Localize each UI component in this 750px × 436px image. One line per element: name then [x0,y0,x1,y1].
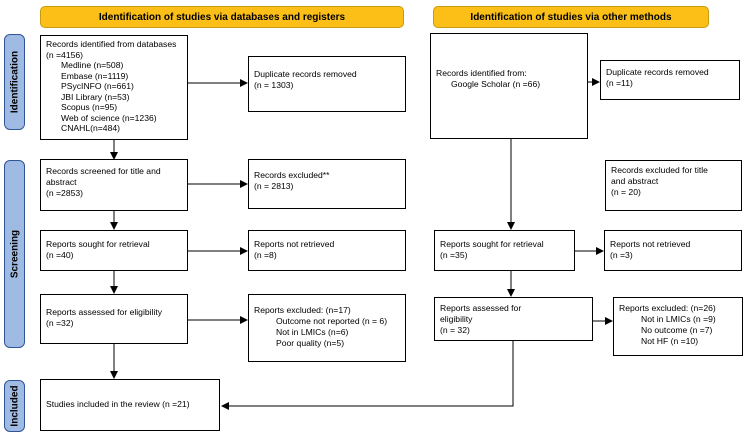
box-records-identified: Records identified from databases (n =41… [40,35,188,140]
box-reports-sought: Reports sought for retrieval (n =40) [40,230,188,271]
box-other-records-excluded: Records excluded for title and abstract … [605,160,742,211]
source-scopus: Scopus (n=95) [61,102,118,112]
screened-line-2: abstract [46,177,77,187]
other-excluded-line-2: and abstract [611,176,659,186]
duplicates-label: Duplicate records removed [254,69,357,79]
assessed-n: (n =32) [46,318,74,328]
excluded-n: (n = 2813) [254,181,294,191]
sought-n: (n =40) [46,250,74,260]
other-reports-excluded-title: Reports excluded: (n=26) [619,303,716,313]
other-identified-label: Records identified from: [436,68,527,78]
phase-identification: Identification [4,34,25,130]
header-databases: Identification of studies via databases … [40,6,404,28]
other-not-retrieved-n: (n =3) [610,250,633,260]
source-web-of-science: Web of science (n=1236) [61,112,157,123]
screened-n: (n =2853) [46,188,84,198]
box-records-excluded: Records excluded** (n = 2813) [248,159,406,209]
not-retrieved-label: Reports not retrieved [254,239,335,249]
other-sought-n: (n =35) [440,250,468,260]
box-other-reports-assessed: Reports assessed for eligibility (n = 32… [434,297,593,341]
source-cnahl: CNAHL(n=484) [61,123,120,133]
records-identified-n: (n =4156) [46,49,84,60]
other-reason-not-hf: Not HF (n =10) [641,336,699,346]
header-other-methods: Identification of studies via other meth… [433,6,709,28]
other-assessed-line-2: eligibility [440,314,473,324]
box-studies-included: Studies included in the review (n =21) [40,379,220,431]
other-not-retrieved-label: Reports not retrieved [610,239,691,249]
box-reports-not-retrieved: Reports not retrieved (n =8) [248,230,406,271]
phase-included: Included [4,380,25,432]
box-other-duplicates-removed: Duplicate records removed (n =11) [600,60,740,100]
source-psycinfo: PSycINFO (n=661) [61,81,134,91]
other-duplicates-n: (n =11) [606,78,633,88]
reports-excluded-title: Reports excluded: (n=17) [254,305,351,315]
other-reason-not-in-lmics: Not in LMICs (n =9) [641,314,716,324]
other-duplicates-label: Duplicate records removed [606,67,709,77]
included-label: Studies included in the review (n =21) [46,399,190,409]
box-other-records-identified: Records identified from: Google Scholar … [430,33,588,139]
excluded-label: Records excluded** [254,170,330,180]
other-assessed-line-1: Reports assessed for [440,303,522,313]
other-excluded-n: (n = 20) [611,187,641,197]
reason-poor-quality: Poor quality (n=5) [276,338,345,348]
box-reports-assessed: Reports assessed for eligibility (n =32) [40,294,188,344]
box-reports-excluded: Reports excluded: (n=17) Outcome not rep… [248,294,406,362]
records-identified-title: Records identified from databases [46,39,177,49]
other-identified-source: Google Scholar (n =66) [451,79,541,89]
box-records-screened: Records screened for title and abstract … [40,159,188,211]
not-retrieved-n: (n =8) [254,250,277,260]
other-sought-label: Reports sought for retrieval [440,239,544,249]
other-reason-no-outcome: No outcome (n =7) [641,325,713,335]
assessed-label: Reports assessed for eligibility [46,307,163,317]
source-medline: Medline (n=508) [61,60,124,70]
reason-not-in-lmics: Not in LMICs (n=6) [276,327,349,337]
duplicates-n: (n = 1303) [254,80,294,90]
source-jbi: JBI Library (n=53) [61,91,130,102]
screened-line-1: Records screened for title and [46,166,161,176]
box-other-reports-excluded: Reports excluded: (n=26) Not in LMICs (n… [613,297,743,356]
box-other-reports-not-retrieved: Reports not retrieved (n =3) [604,230,742,271]
reason-outcome-not-reported: Outcome not reported (n = 6) [276,316,388,326]
box-duplicates-removed: Duplicate records removed (n = 1303) [248,56,406,112]
box-other-reports-sought: Reports sought for retrieval (n =35) [434,230,575,271]
other-assessed-n: (n = 32) [440,325,470,335]
sought-label: Reports sought for retrieval [46,239,150,249]
source-embase: Embase (n=1119) [61,70,129,81]
phase-screening: Screening [4,160,25,348]
arrow-right-assessed-to-included [221,341,514,410]
other-excluded-line-1: Records excluded for title [611,165,708,175]
